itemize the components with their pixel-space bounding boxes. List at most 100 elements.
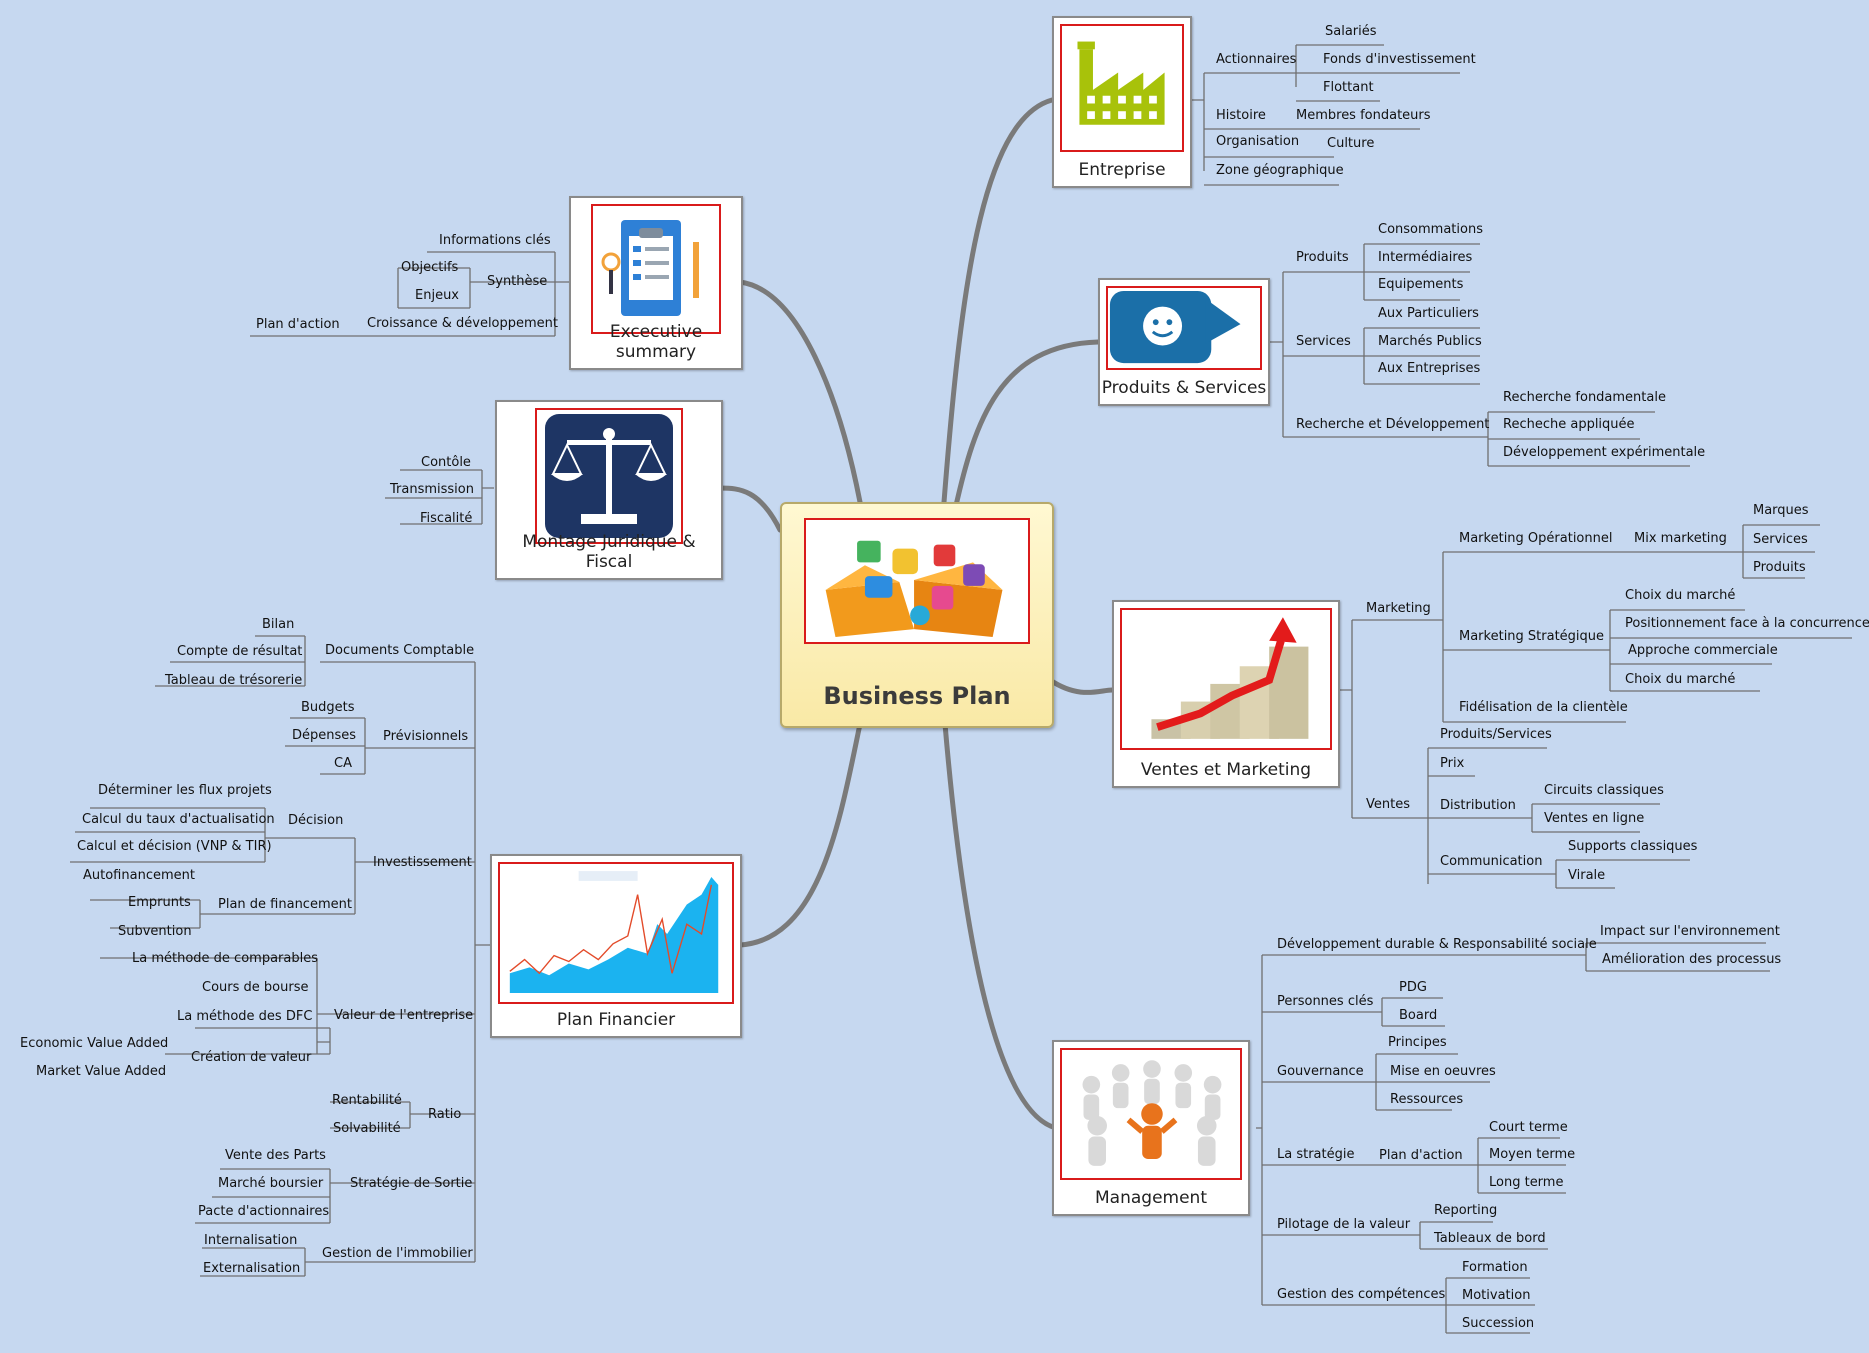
branch-synthese[interactable]: Synthèse [487,274,548,289]
leaf-motivation[interactable]: Motivation [1462,1288,1531,1303]
leaf-reporting[interactable]: Reporting [1434,1203,1498,1218]
leaf-consommations[interactable]: Consommations [1378,222,1483,237]
leaf-formation[interactable]: Formation [1462,1260,1528,1275]
branch-organisation[interactable]: Organisation [1216,134,1300,149]
branch-histoire[interactable]: Histoire [1216,108,1266,123]
leaf-approche[interactable]: Approche commerciale [1628,643,1778,658]
leaf-pacte[interactable]: Pacte d'actionnaires [198,1204,330,1219]
topic-plan-financier[interactable]: Plan Financier [490,854,742,1038]
leaf-succession[interactable]: Succession [1462,1316,1535,1331]
branch-docs[interactable]: Documents Comptable [325,643,475,658]
leaf-vente-parts[interactable]: Vente des Parts [225,1148,326,1163]
branch-strategie[interactable]: La stratégie [1277,1147,1355,1162]
branch-rd[interactable]: Recherche et Développement [1296,417,1490,432]
leaf-marques[interactable]: Marques [1753,503,1809,518]
leaf-solvabilite[interactable]: Solvabilité [333,1121,401,1136]
leaf-mix-produits[interactable]: Produits [1753,560,1806,575]
central-topic[interactable]: Business Plan [780,502,1054,728]
branch-previsionnels[interactable]: Prévisionnels [383,729,469,744]
leaf-enjeux[interactable]: Enjeux [415,288,459,303]
leaf-fiscalite[interactable]: Fiscalité [420,511,473,526]
topic-management[interactable]: Management [1052,1040,1250,1216]
branch-gouvernance[interactable]: Gouvernance [1277,1064,1364,1079]
leaf-mise[interactable]: Mise en oeuvres [1390,1064,1496,1079]
branch-mkt-strat[interactable]: Marketing Stratégique [1459,629,1605,644]
leaf-intermediaires[interactable]: Intermédiaires [1378,250,1473,265]
leaf-entreprises[interactable]: Aux Entreprises [1378,361,1481,376]
leaf-bilan[interactable]: Bilan [262,617,295,632]
leaf-choix-1[interactable]: Choix du marché [1625,588,1736,603]
branch-sortie[interactable]: Stratégie de Sortie [350,1176,473,1191]
leaf-emprunts[interactable]: Emprunts [128,895,191,910]
branch-produits[interactable]: Produits [1296,250,1349,265]
topic-executive-summary[interactable]: Excecutive summary [569,196,743,370]
leaf-budgets[interactable]: Budgets [301,700,355,715]
leaf-plan-action[interactable]: Plan d'action [256,317,340,332]
leaf-mix-services[interactable]: Services [1753,532,1808,547]
topic-montage-juridique[interactable]: Montage Juridique & Fiscal [495,400,723,580]
leaf-marche-boursier[interactable]: Marché boursier [218,1176,324,1191]
topic-entreprise[interactable]: Entreprise [1052,16,1192,188]
leaf-infos[interactable]: Informations clés [439,233,551,248]
leaf-virale[interactable]: Virale [1568,868,1606,883]
leaf-pdg[interactable]: PDG [1399,980,1427,995]
leaf-en-ligne[interactable]: Ventes en ligne [1544,811,1645,826]
leaf-compte[interactable]: Compte de résultat [177,644,303,659]
leaf-rentabilite[interactable]: Rentabilité [332,1093,402,1108]
branch-distribution[interactable]: Distribution [1440,798,1516,813]
leaf-membres[interactable]: Membres fondateurs [1296,108,1431,123]
branch-valeur[interactable]: Valeur de l'entreprise [334,1008,474,1023]
branch-decision[interactable]: Décision [288,813,344,828]
branch-fidelisation[interactable]: Fidélisation de la clientèle [1459,700,1628,715]
leaf-flottant[interactable]: Flottant [1323,80,1374,95]
branch-croissance[interactable]: Croissance & développement [367,316,559,331]
leaf-taux[interactable]: Calcul du taux d'actualisation [82,812,275,827]
topic-produits-services[interactable]: Produits & Services [1098,278,1270,406]
leaf-transmission[interactable]: Transmission [390,482,474,497]
leaf-long[interactable]: Long terme [1489,1175,1564,1190]
leaf-flux[interactable]: Déterminer les flux projets [98,783,272,798]
leaf-tableau[interactable]: Tableau de trésorerie [165,673,303,688]
branch-plan-action[interactable]: Plan d'action [1379,1148,1463,1163]
branch-personnes[interactable]: Personnes clés [1277,994,1374,1009]
leaf-mva[interactable]: Market Value Added [36,1064,167,1079]
branch-services[interactable]: Services [1296,334,1351,349]
topic-ventes-marketing[interactable]: Ventes et Marketing [1112,600,1340,788]
leaf-board[interactable]: Board [1399,1008,1438,1023]
leaf-ca[interactable]: CA [334,756,352,771]
leaf-impact[interactable]: Impact sur l'environnement [1600,924,1780,939]
leaf-marches[interactable]: Marchés Publics [1378,334,1482,349]
leaf-cours[interactable]: Cours de bourse [202,980,309,995]
branch-communication[interactable]: Communication [1440,854,1543,869]
leaf-circuits[interactable]: Circuits classiques [1544,783,1664,798]
leaf-court[interactable]: Court terme [1489,1120,1568,1135]
leaf-externalisation[interactable]: Externalisation [203,1261,301,1276]
branch-ventes[interactable]: Ventes [1366,797,1410,812]
leaf-depenses[interactable]: Dépenses [292,728,357,743]
leaf-supports[interactable]: Supports classiques [1568,839,1698,854]
branch-mkt-op[interactable]: Marketing Opérationnel [1459,531,1613,546]
leaf-culture[interactable]: Culture [1327,136,1375,151]
leaf-positionnement[interactable]: Positionnement face à la concurrence [1625,616,1869,631]
leaf-dfc[interactable]: La méthode des DFC [177,1009,313,1024]
leaf-ressources[interactable]: Ressources [1390,1092,1464,1107]
branch-zone[interactable]: Zone géographique [1216,163,1344,178]
leaf-moyen[interactable]: Moyen terme [1489,1147,1576,1162]
branch-plan-fin[interactable]: Plan de financement [218,897,352,912]
leaf-prix[interactable]: Prix [1440,756,1465,771]
leaf-controle[interactable]: Contôle [421,455,471,470]
leaf-salaries[interactable]: Salariés [1325,24,1377,39]
leaf-fondamentale[interactable]: Recherche fondamentale [1503,390,1666,405]
leaf-tableaux[interactable]: Tableaux de bord [1434,1231,1546,1246]
leaf-autofin[interactable]: Autofinancement [83,868,195,883]
leaf-objectifs[interactable]: Objectifs [401,260,459,275]
leaf-amelioration[interactable]: Amélioration des processus [1602,952,1782,967]
branch-competences[interactable]: Gestion des compétences [1277,1287,1446,1302]
leaf-vnp[interactable]: Calcul et décision (VNP & TIR) [77,839,272,854]
leaf-equipements[interactable]: Equipements [1378,277,1464,292]
leaf-eva[interactable]: Economic Value Added [20,1036,169,1051]
branch-pilotage[interactable]: Pilotage de la valeur [1277,1217,1411,1232]
leaf-internalisation[interactable]: Internalisation [204,1233,298,1248]
leaf-subvention[interactable]: Subvention [118,924,192,939]
leaf-comparables[interactable]: La méthode de comparables [132,951,318,966]
